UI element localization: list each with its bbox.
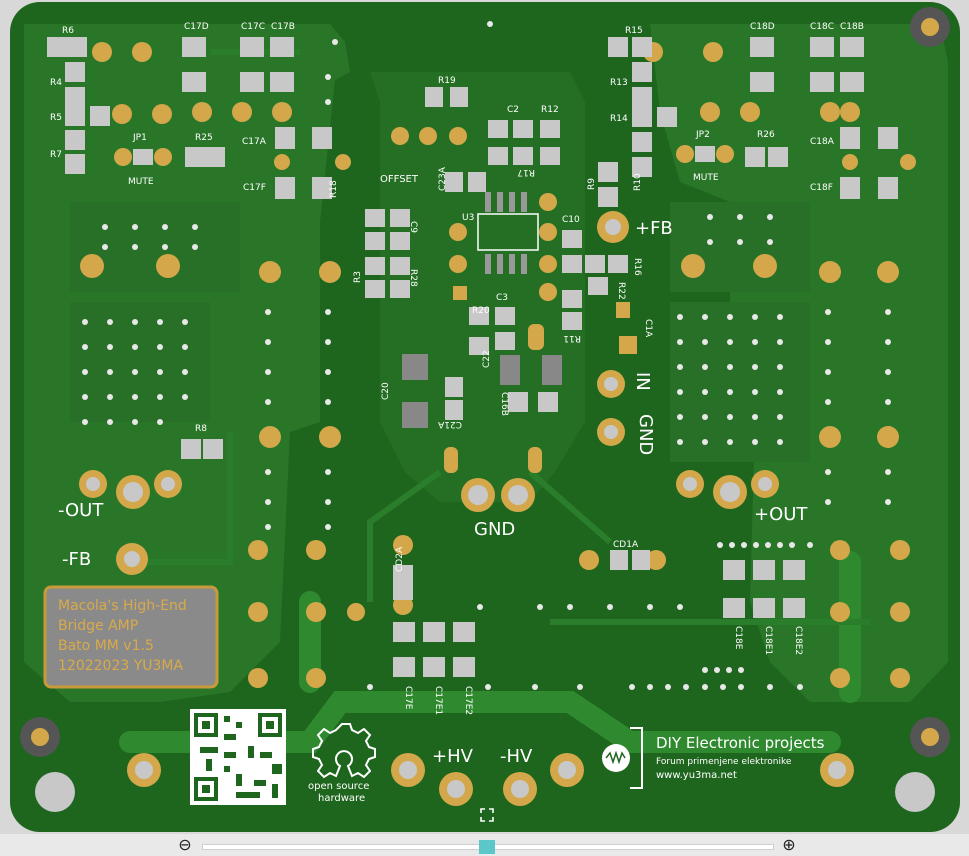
brand-url: www.yu3ma.net: [656, 770, 737, 781]
oshw-line-2: hardware: [318, 793, 365, 804]
refdes-jp1: JP1: [132, 133, 147, 143]
refdes-jp2: JP2: [695, 130, 710, 140]
refdes-c18c: C18C: [810, 22, 834, 32]
refdes-c21a: C21A: [437, 419, 462, 429]
refdes-c10: C10: [562, 215, 580, 225]
zoom-slider-thumb[interactable]: [479, 840, 495, 854]
refdes-c18e: C18E: [733, 626, 743, 650]
refdes-cd1a: CD1A: [613, 540, 639, 550]
hv-pos-label: +HV: [432, 746, 474, 767]
large-smd-caps: [402, 302, 637, 473]
via-grid: [82, 21, 891, 690]
refdes-c17d: C17D: [184, 22, 209, 32]
refdes-c16b: C16B: [499, 392, 509, 416]
refdes-c20: C20: [381, 382, 391, 400]
refdes-c17f: C17F: [243, 183, 266, 193]
gnd-center-label: GND: [474, 519, 515, 540]
title-line-3: Bato MM v1.5: [58, 638, 154, 654]
refdes-c18d: C18D: [750, 22, 775, 32]
refdes-c17e1: C17E1: [433, 686, 443, 715]
refdes-r22: R22: [616, 282, 626, 300]
refdes-r18: R18: [329, 180, 339, 198]
refdes-c17c: C17C: [241, 22, 265, 32]
refdes-r14: R14: [610, 114, 628, 124]
refdes-r26: R26: [757, 130, 775, 140]
refdes-c1a: C1A: [643, 319, 653, 338]
refdes-r13: R13: [610, 78, 628, 88]
pcb-board: R6 R4 R5 R7 JP1 R25 C17D C17C C17B C17A …: [10, 2, 960, 832]
refdes-r9: R9: [587, 178, 597, 190]
terminal-pads: [79, 211, 854, 806]
refdes-c17e: C17E: [403, 686, 413, 710]
refdes-r5: R5: [50, 113, 62, 123]
refdes-r10: R10: [633, 173, 643, 191]
smd-pads: [47, 37, 898, 677]
out-neg-label: -OUT: [58, 500, 104, 521]
title-block: Macola's High-End Bridge AMP Bato MM v1.…: [43, 585, 219, 689]
board-viewer[interactable]: R6 R4 R5 R7 JP1 R25 C17D C17C C17B C17A …: [0, 0, 969, 834]
oshw-line-1: open source: [308, 781, 369, 792]
mute-label-left: MUTE: [128, 177, 154, 187]
refdes-r28: R28: [408, 269, 418, 287]
brand-logo: DIY Electronic projects Forum primenjene…: [602, 727, 825, 789]
refdes-u3: U3: [462, 213, 474, 223]
mute-label-right: MUTE: [693, 173, 719, 183]
refdes-c17e2: C17E2: [463, 686, 473, 715]
zoom-out-icon[interactable]: ⊖: [178, 835, 192, 854]
refdes-c18b: C18B: [840, 22, 864, 32]
title-line-2: Bridge AMP: [58, 618, 138, 634]
fb-neg-label: -FB: [62, 549, 91, 570]
out-pos-label: +OUT: [754, 504, 808, 525]
refdes-r15: R15: [625, 26, 643, 36]
ic-u3: [453, 192, 539, 300]
refdes-r11: R11: [563, 333, 581, 343]
refdes-c17a: C17A: [242, 137, 267, 147]
fb-pos-label: +FB: [635, 218, 673, 239]
refdes-cd2a: CD2A: [395, 546, 405, 572]
title-line-4: 12022023 YU3MA: [58, 658, 183, 674]
refdes-c22: C22: [482, 350, 492, 368]
brand-title: DIY Electronic projects: [656, 734, 825, 752]
in-label: IN: [632, 372, 653, 391]
refdes-r17: R17: [517, 167, 535, 177]
qr-code: [190, 709, 286, 805]
zoom-in-icon[interactable]: ⊕: [782, 835, 796, 854]
center-copper-pour: [370, 72, 585, 502]
refdes-c18e2: C18E2: [793, 626, 803, 655]
refdes-c23a: C23A: [438, 166, 448, 191]
mounting-holes: [20, 7, 950, 812]
refdes-r19: R19: [438, 76, 456, 86]
offset-label: OFFSET: [380, 174, 419, 185]
refdes-c18e1: C18E1: [763, 626, 773, 655]
refdes-r25: R25: [195, 133, 213, 143]
refdes-r20: R20: [472, 306, 490, 316]
brand-subtitle: Forum primenjene elektronike: [656, 757, 792, 767]
refdes-r4: R4: [50, 78, 62, 88]
through-hole-pads: [80, 42, 916, 688]
refdes-c3: C3: [496, 293, 508, 303]
refdes-c9: C9: [408, 221, 418, 233]
refdes-r3: R3: [353, 271, 363, 283]
gnd-in-label: GND: [635, 414, 656, 455]
refdes-r7: R7: [50, 150, 62, 160]
refdes-c18f: C18F: [810, 183, 833, 193]
refdes-r8: R8: [195, 424, 207, 434]
refdes-c18a: C18A: [810, 137, 835, 147]
refdes-c2: C2: [507, 105, 519, 115]
open-source-hardware-logo: open source hardware: [308, 723, 376, 804]
refdes-r12: R12: [541, 105, 559, 115]
zoom-bar: ⊖ ⊕: [0, 834, 969, 856]
fit-to-screen-icon[interactable]: [480, 808, 494, 822]
refdes-r16: R16: [632, 258, 642, 276]
refdes-r6: R6: [62, 26, 74, 36]
jumpers: [114, 145, 734, 166]
title-line-1: Macola's High-End: [58, 598, 187, 614]
hv-neg-label: -HV: [500, 746, 533, 767]
refdes-c17b: C17B: [271, 22, 295, 32]
